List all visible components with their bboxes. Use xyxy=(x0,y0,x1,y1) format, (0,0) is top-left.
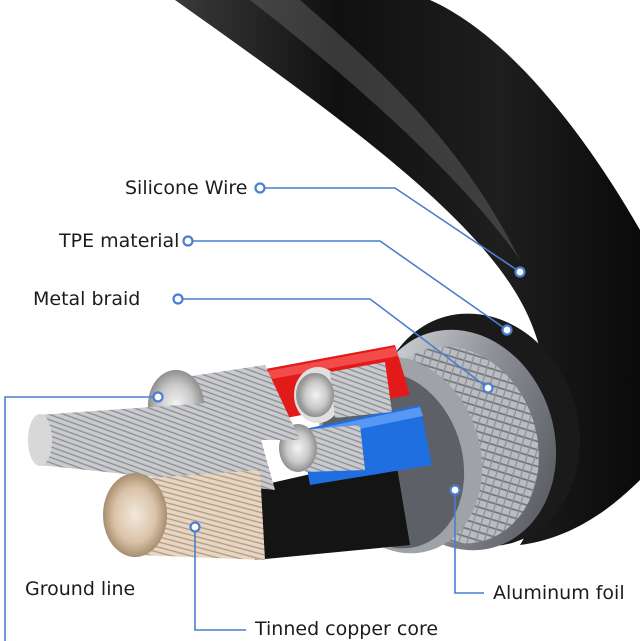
leader-silicone-wire xyxy=(260,187,521,273)
label-tinned-copper-core: Tinned copper core xyxy=(255,618,439,640)
leader-tpe-material xyxy=(188,240,508,331)
leader-lines xyxy=(4,187,521,641)
label-silicone-wire: Silicone Wire xyxy=(125,177,248,199)
leader-dots xyxy=(152,182,526,533)
leader-metal-braid xyxy=(178,298,489,389)
label-tpe-material: TPE material xyxy=(59,230,180,252)
label-metal-braid: Metal braid xyxy=(33,288,141,310)
leader-tinned-copper xyxy=(194,527,246,631)
black-core-wire xyxy=(240,455,410,560)
leader-aluminum-foil xyxy=(454,490,484,594)
cable-jacket xyxy=(175,0,640,545)
leader-ground-line xyxy=(4,396,158,641)
label-ground-line: Ground line xyxy=(25,578,136,600)
label-aluminum-foil: Aluminum foil xyxy=(493,582,625,604)
ground-line-wire xyxy=(38,400,275,490)
